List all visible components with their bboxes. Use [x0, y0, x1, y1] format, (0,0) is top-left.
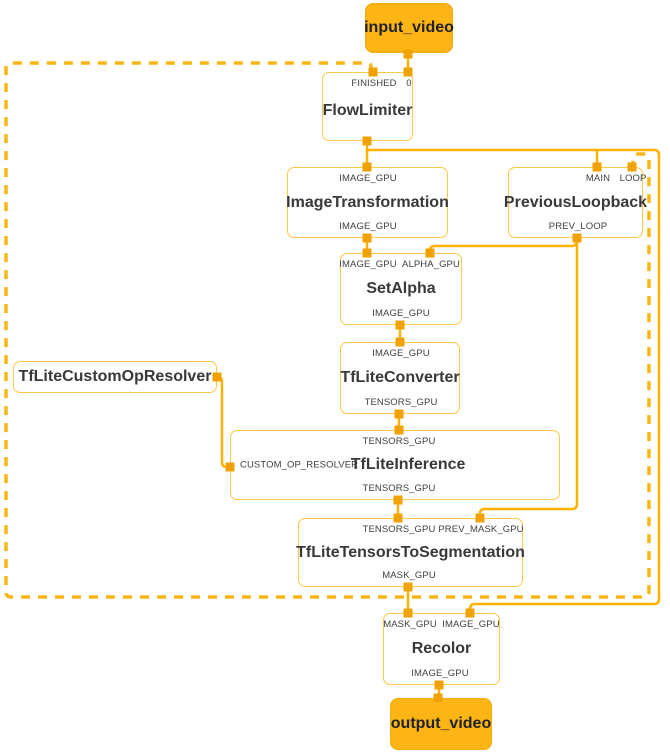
port-label-image-gpu-out: IMAGE_GPU: [372, 308, 430, 319]
port-label-tensors-gpu-out: TENSORS_GPU: [364, 397, 438, 408]
port-label-prev-mask-gpu: PREV_MASK_GPU: [438, 524, 524, 535]
port-label-image-gpu-in: IMAGE_GPU: [339, 173, 397, 184]
port-label-prev-loop: PREV_LOOP: [548, 221, 608, 232]
port-label-finished: FINISHED: [351, 78, 397, 89]
port-label-tensors-gpu-in: TENSORS_GPU: [362, 436, 436, 447]
node-output-video-label: output_video: [390, 715, 492, 732]
port-label-tensors-gpu-out: TENSORS_GPU: [362, 483, 436, 494]
node-tflitecustomopresolver[interactable]: TfLiteCustomOpResolver: [13, 361, 217, 393]
port-label-image-gpu: IMAGE_GPU: [339, 259, 397, 270]
node-tflitecustomopresolver-title: TfLiteCustomOpResolver: [18, 368, 212, 385]
port-label-custom-op-resolver: CUSTOM_OP_RESOLVER: [240, 459, 359, 471]
node-tfliteconverter-title: TfLiteConverter: [340, 369, 460, 386]
port-label-image-gpu-in: IMAGE_GPU: [372, 348, 430, 359]
node-tflitetensorstosegmentation-title: TfLiteTensorsToSegmentation: [296, 543, 525, 561]
port-label-loop: LOOP: [619, 173, 647, 184]
node-setalpha[interactable]: IMAGE_GPU ALPHA_GPU SetAlpha IMAGE_GPU: [339, 253, 462, 325]
node-flowlimiter[interactable]: FINISHED 0 FlowLimiter: [322, 72, 413, 141]
node-output-video[interactable]: output_video: [390, 698, 492, 750]
port-label-main: MAIN: [585, 173, 611, 184]
node-input-video[interactable]: input_video: [364, 3, 454, 53]
node-imagetransformation-title: ImageTransformation: [286, 193, 449, 211]
node-recolor-title: Recolor: [411, 640, 472, 657]
edge-previousloopback-to-setalpha-alpha: [428, 239, 579, 253]
node-input-video-label: input_video: [364, 19, 454, 36]
node-tfliteconverter[interactable]: IMAGE_GPU TfLiteConverter TENSORS_GPU: [340, 342, 460, 414]
port-label-mask-gpu-out: MASK_GPU: [382, 570, 436, 581]
node-previousloopback-title: PreviousLoopback: [503, 193, 648, 211]
port-label-0: 0: [406, 78, 412, 89]
node-tfliteinference-title: TfLiteInference: [350, 456, 466, 473]
backedge-mask-to-flowlimiter-finished-dashed: [4, 61, 404, 599]
node-recolor[interactable]: MASK_GPU IMAGE_GPU Recolor IMAGE_GPU: [383, 613, 500, 685]
node-tflitetensorstosegmentation[interactable]: TENSORS_GPU PREV_MASK_GPU TfLiteTensorsT…: [296, 518, 525, 587]
node-previousloopback[interactable]: MAIN LOOP PreviousLoopback PREV_LOOP: [504, 167, 647, 238]
port-label-tensors-gpu: TENSORS_GPU: [362, 524, 436, 535]
node-imagetransformation[interactable]: IMAGE_GPU ImageTransformation IMAGE_GPU: [286, 167, 449, 238]
port-label-alpha-gpu: ALPHA_GPU: [402, 259, 460, 270]
port-label-image-gpu-out: IMAGE_GPU: [411, 668, 469, 679]
node-flowlimiter-title: FlowLimiter: [322, 101, 413, 119]
node-tfliteinference[interactable]: TENSORS_GPU CUSTOM_OP_RESOLVER TfLiteInf…: [230, 430, 560, 500]
port-label-image-gpu: IMAGE_GPU: [442, 619, 500, 630]
port-label-image-gpu-out: IMAGE_GPU: [339, 221, 397, 232]
port-label-mask-gpu: MASK_GPU: [383, 619, 437, 630]
edge-customopresolver-to-tfliteinference: [216, 375, 230, 469]
node-setalpha-title: SetAlpha: [366, 280, 436, 297]
